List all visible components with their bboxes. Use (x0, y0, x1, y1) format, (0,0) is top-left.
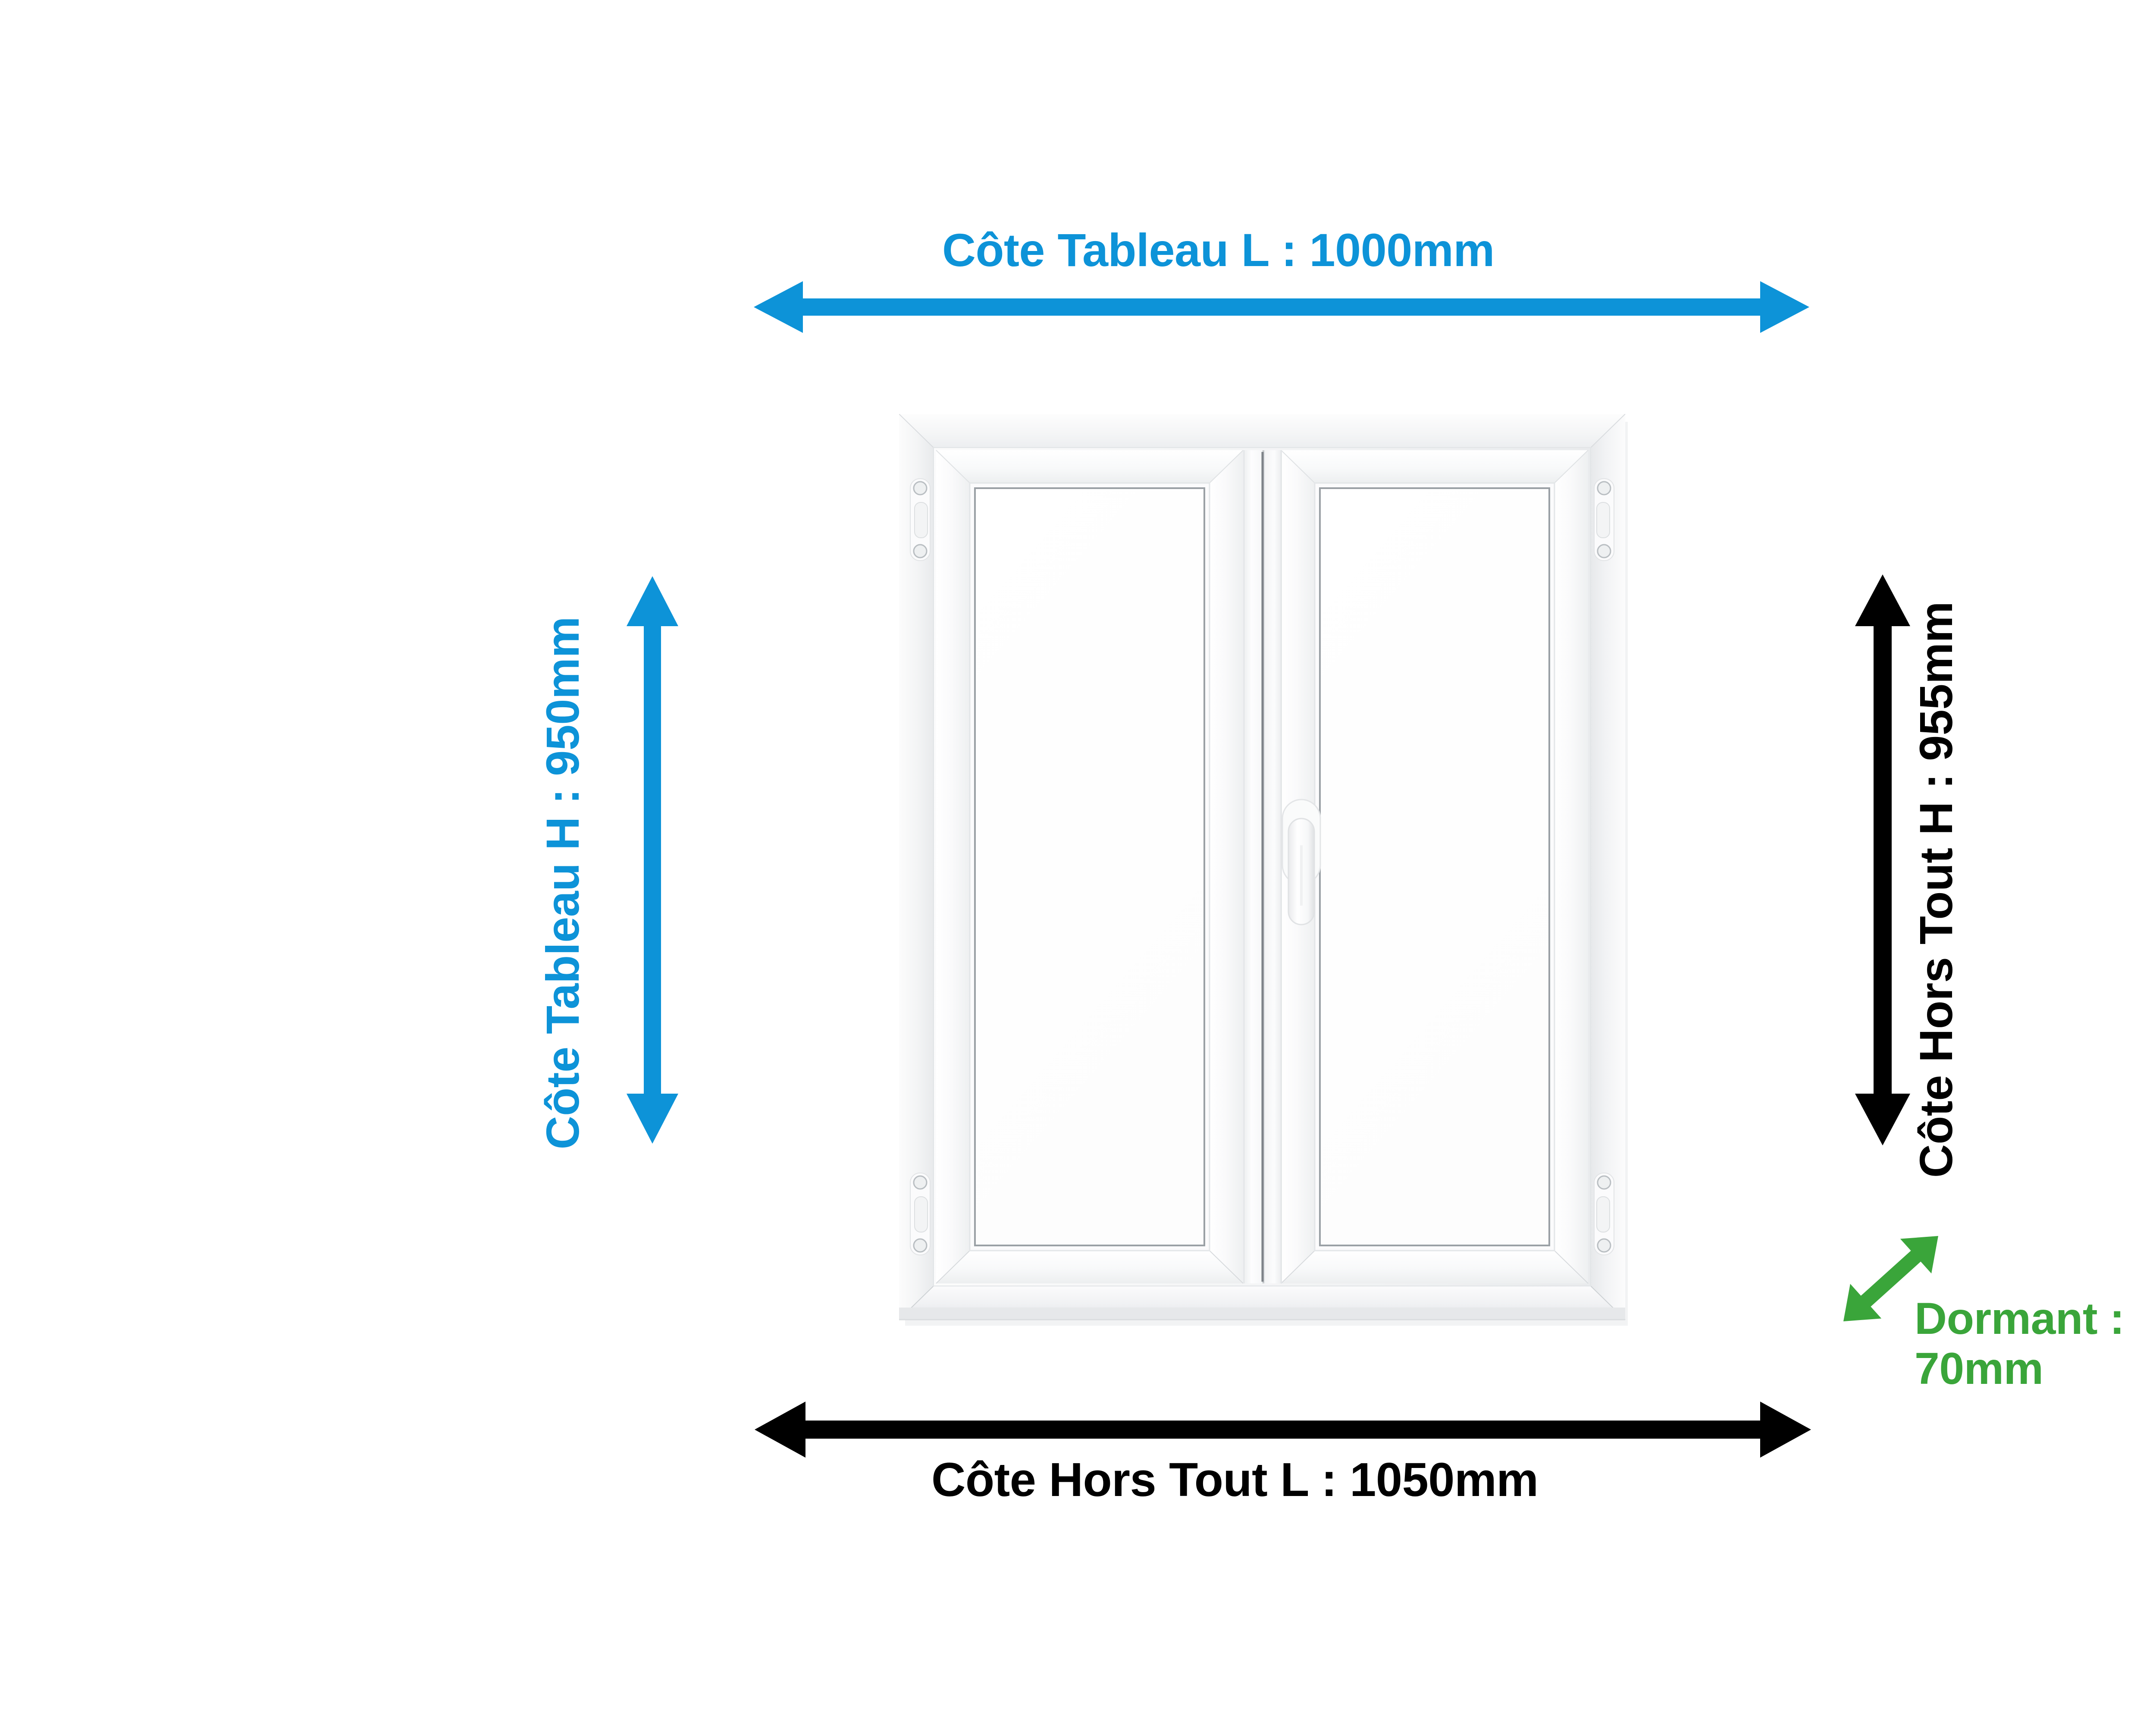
dimension-label-dormant: Dormant : 70mm (1915, 1294, 2125, 1394)
glass-pane-right (1319, 487, 1550, 1246)
arrow-left-vertical (627, 576, 678, 1144)
dormant-label-line-2: 70mm (1915, 1344, 2043, 1394)
arrow-right-vertical (1855, 574, 1910, 1145)
dimension-label-bottom: Côte Hors Tout L : 1050mm (931, 1453, 1539, 1506)
dimension-label-right: Côte Hors Tout H : 955mm (1910, 602, 1962, 1178)
hinge-screw (1597, 481, 1611, 496)
dormant-label-line-1: Dormant : (1915, 1294, 2125, 1344)
window-illustration (899, 414, 1632, 1328)
hinge-screw (1597, 1238, 1611, 1253)
window-sash-left (936, 450, 1244, 1284)
hinge-bottom-right (1594, 1173, 1614, 1255)
hinge-top-right (1594, 478, 1614, 561)
dimension-label-top: Côte Tableau L : 1000mm (942, 224, 1495, 276)
window-sash-right (1281, 450, 1589, 1284)
hinge-top-left (910, 478, 931, 561)
hinge-bottom-left (910, 1173, 931, 1255)
hinge-screw (913, 481, 928, 496)
arrow-bottom-horizontal (755, 1402, 1811, 1458)
window-central-mullion (1243, 450, 1282, 1283)
hinge-screw (1597, 544, 1611, 558)
window-handle (1282, 799, 1321, 925)
hinge-screw (1597, 1175, 1611, 1190)
arrow-top-horizontal (754, 281, 1809, 333)
glass-pane-left (974, 487, 1205, 1246)
hinge-screw (913, 1175, 928, 1190)
hinge-screw (913, 544, 928, 558)
dimension-label-left: Côte Tableau H : 950mm (536, 617, 589, 1150)
hinge-screw (913, 1238, 928, 1253)
